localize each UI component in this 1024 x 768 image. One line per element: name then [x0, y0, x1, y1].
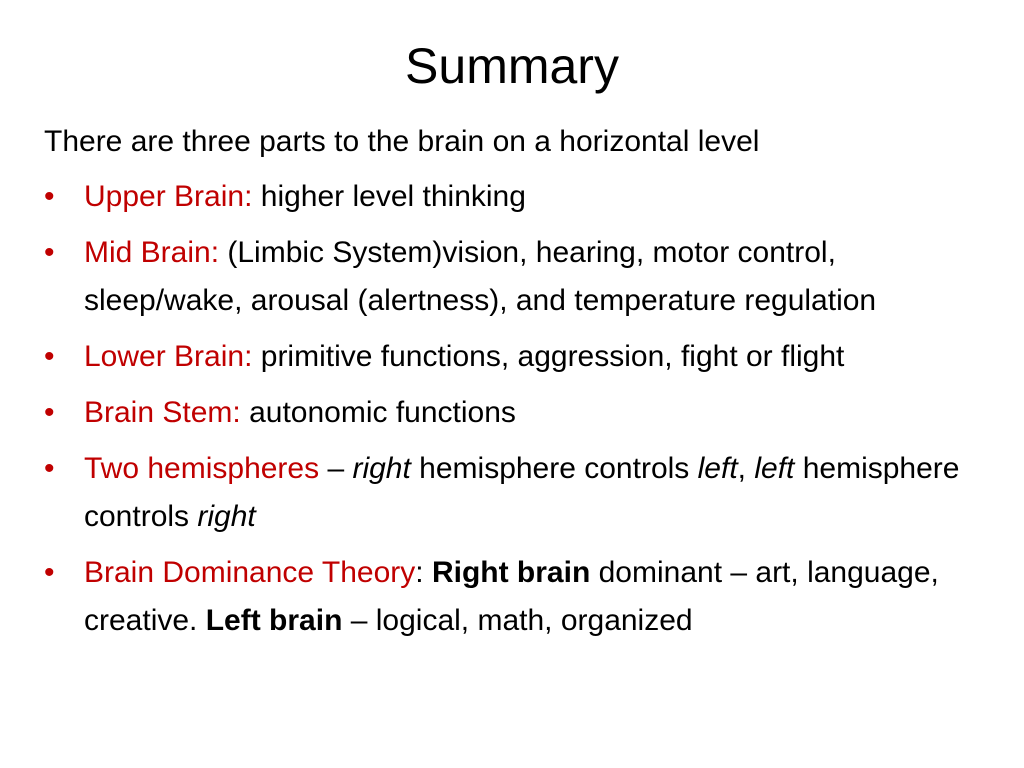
bullet-dot-icon: • — [44, 236, 55, 269]
bullet-text: dominant – art, language, creative. — [84, 556, 939, 637]
bullet-term: Lower Brain: — [84, 340, 253, 373]
slide-content: There are three parts to the brain on a … — [44, 118, 994, 653]
bullet-two-hemispheres: • Two hemispheres – right hemisphere con… — [44, 445, 994, 541]
bullet-text: primitive functions, aggression, fight o… — [252, 340, 845, 373]
bullet-term: Upper Brain: — [84, 180, 253, 213]
intro-text: There are three parts to the brain on a … — [44, 125, 760, 158]
bullet-text: higher level thinking — [252, 180, 526, 213]
italic-left: left — [697, 452, 738, 485]
bullet-term: Brain Dominance Theory — [84, 556, 416, 589]
bullet-mid-brain: • Mid Brain: (Limbic System)vision, hear… — [44, 229, 994, 325]
comma-text: , — [737, 452, 755, 485]
bullet-term: Mid Brain: — [84, 236, 220, 269]
italic-right: right — [197, 500, 256, 533]
italic-right: right — [352, 452, 411, 485]
bullet-text: hemisphere controls — [84, 452, 960, 533]
italic-left: left — [754, 452, 795, 485]
bullet-term: Two hemispheres — [84, 452, 320, 485]
bullet-list: • Upper Brain: higher level thinking • M… — [44, 173, 994, 645]
bullet-text: – logical, math, organized — [342, 604, 693, 637]
bullet-brain-stem: • Brain Stem: autonomic functions — [44, 389, 994, 437]
colon-text: : — [415, 556, 432, 589]
bullet-dot-icon: • — [44, 396, 55, 429]
bullet-lower-brain: • Lower Brain: primitive functions, aggr… — [44, 333, 994, 381]
slide-title: Summary — [405, 38, 619, 94]
dash-text: – — [319, 452, 353, 485]
bullet-dot-icon: • — [44, 340, 55, 373]
bullet-text: autonomic functions — [240, 396, 516, 429]
bullet-text: (Limbic System)vision, hearing, motor co… — [84, 236, 877, 317]
bullet-upper-brain: • Upper Brain: higher level thinking — [44, 173, 994, 221]
bullet-brain-dominance: • Brain Dominance Theory: Right brain do… — [44, 549, 994, 645]
bullet-dot-icon: • — [44, 180, 55, 213]
bullet-text: hemisphere controls — [410, 452, 698, 485]
bullet-dot-icon: • — [44, 452, 55, 485]
bold-left-brain: Left brain — [205, 604, 343, 637]
bullet-term: Brain Stem: — [84, 396, 241, 429]
bullet-dot-icon: • — [44, 556, 55, 589]
bold-right-brain: Right brain — [431, 556, 591, 589]
